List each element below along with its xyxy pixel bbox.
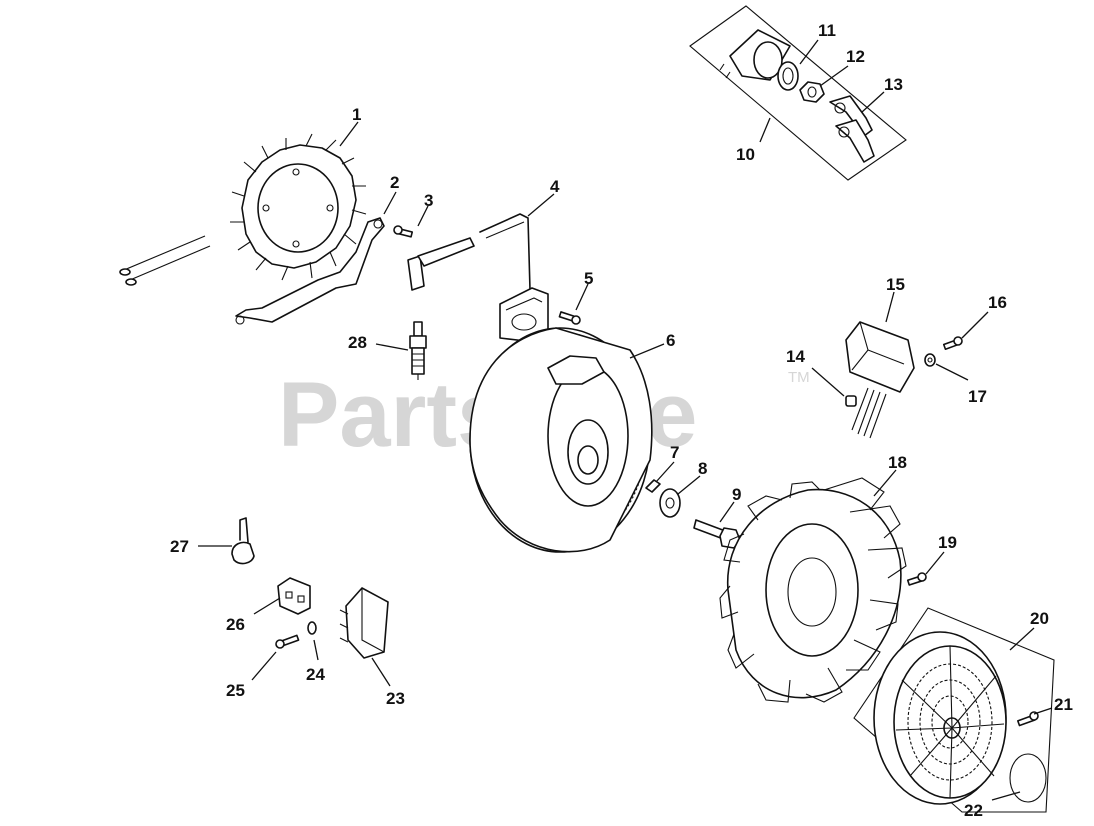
part-screw-16[interactable] (942, 336, 963, 351)
part-keys[interactable] (829, 95, 875, 163)
callout-17: 17 (968, 387, 987, 406)
part-flywheel-bolt[interactable] (693, 519, 741, 549)
part-screw-3[interactable] (393, 225, 414, 238)
part-regulator-23[interactable] (339, 587, 389, 659)
part-screw-21[interactable] (1016, 711, 1039, 727)
callout-4: 4 (550, 177, 560, 196)
callout-10: 10 (736, 145, 755, 164)
callout-7: 7 (670, 443, 679, 462)
callout-6: 6 (666, 331, 675, 350)
callout-1: 1 (352, 105, 361, 124)
part-screw-19[interactable] (906, 572, 927, 586)
callout-20: 20 (1030, 609, 1049, 628)
part-lockwasher[interactable] (777, 61, 799, 91)
part-fan-screen-assembly[interactable] (853, 607, 1055, 813)
callout-15: 15 (886, 275, 905, 294)
callout-11: 11 (818, 21, 836, 40)
callout-21: 21 (1054, 695, 1073, 714)
part-hex-nut[interactable] (799, 81, 825, 103)
callout-9: 9 (732, 485, 741, 504)
callout-23: 23 (386, 689, 405, 708)
part-washer-17[interactable] (924, 353, 936, 367)
part-flywheel[interactable] (469, 327, 653, 553)
part-fan[interactable] (719, 477, 907, 703)
callout-14: 14 (786, 347, 805, 366)
part-clamp[interactable] (231, 517, 255, 565)
callout-28: 28 (348, 333, 367, 352)
callout-27: 27 (170, 537, 189, 556)
part-key-switch-assembly[interactable] (689, 5, 907, 181)
part-washer[interactable] (659, 488, 681, 518)
part-washer-24[interactable] (307, 621, 317, 635)
part-fan-screen[interactable] (873, 631, 1007, 805)
callout-labels: 1 2 3 4 5 6 7 8 9 10 11 12 13 14 15 16 1… (170, 21, 1073, 820)
callout-24: 24 (306, 665, 325, 684)
callout-25: 25 (226, 681, 245, 700)
leader-lines (198, 39, 1053, 801)
part-key-switch[interactable] (719, 29, 791, 81)
callout-2: 2 (390, 173, 399, 192)
part-decal[interactable] (1009, 753, 1047, 803)
callout-12: 12 (846, 47, 865, 66)
callout-13: 13 (884, 75, 903, 94)
watermark-trademark: TM (788, 369, 810, 386)
callout-8: 8 (698, 459, 707, 478)
part-key[interactable] (645, 479, 661, 493)
part-stator[interactable] (119, 133, 367, 286)
callout-16: 16 (988, 293, 1007, 312)
callout-5: 5 (584, 269, 593, 288)
callout-22: 22 (964, 801, 983, 820)
part-screw-5[interactable] (558, 311, 581, 325)
callout-18: 18 (888, 453, 907, 472)
callout-26: 26 (226, 615, 245, 634)
part-screw-25[interactable] (275, 634, 300, 649)
part-bracket[interactable] (235, 217, 385, 325)
callout-3: 3 (424, 191, 433, 210)
part-ignition-module[interactable] (407, 213, 549, 343)
part-connector[interactable] (277, 577, 311, 615)
part-nut-14[interactable] (845, 395, 857, 407)
part-regulator[interactable] (845, 321, 915, 439)
callout-19: 19 (938, 533, 957, 552)
part-spark-plug[interactable] (409, 321, 427, 380)
